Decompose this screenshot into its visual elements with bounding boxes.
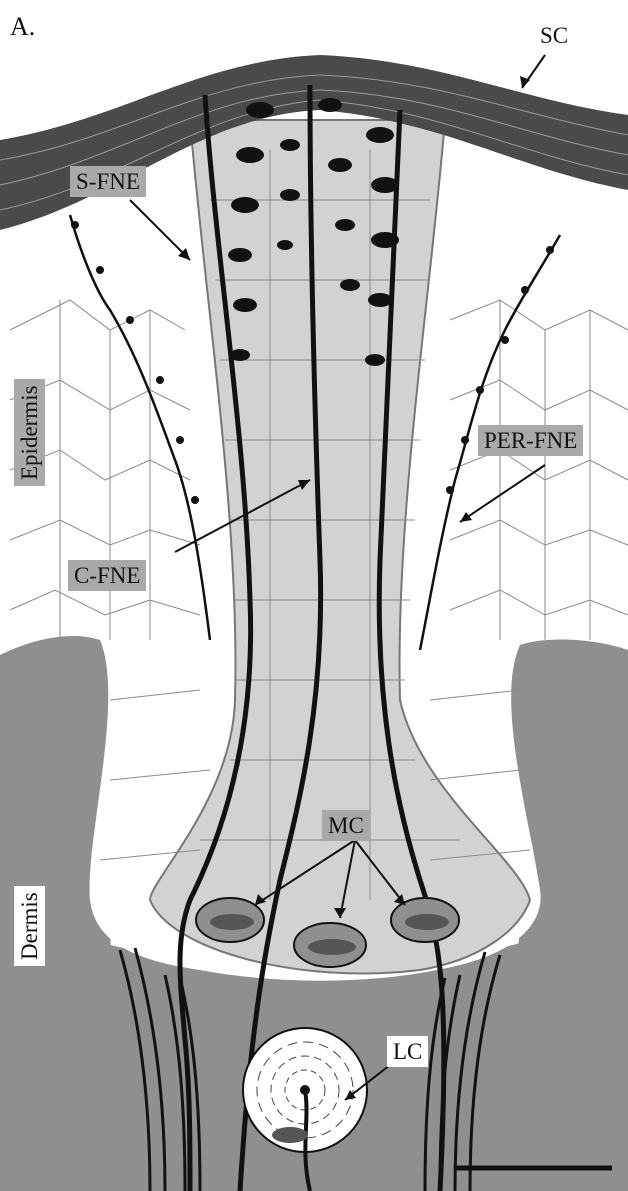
label-mc: MC [322,810,370,841]
label-per-fne: PER-FNE [478,425,583,456]
label-s-fne: S-FNE [70,166,146,197]
label-epidermis: Epidermis [14,379,45,486]
label-c-fne: C-FNE [68,560,146,591]
label-dermis: Dermis [14,886,45,966]
panel-label: A. [10,14,35,40]
label-lc: LC [387,1036,428,1067]
label-sc: SC [540,24,568,47]
